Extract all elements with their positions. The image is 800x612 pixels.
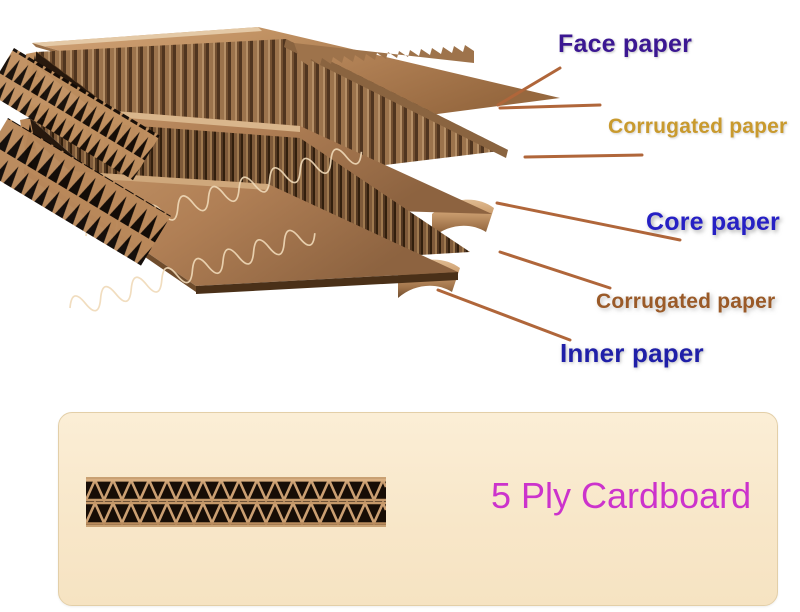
flute-row-lower <box>86 499 386 525</box>
label-inner-paper: Inner paper <box>560 338 704 368</box>
board-svg <box>0 27 560 312</box>
label-corrugated-paper-upper: Corrugated paper <box>608 115 788 138</box>
cross-section-svg <box>86 479 386 525</box>
panel-title: 5 Ply Cardboard <box>491 475 752 516</box>
flute-row-upper <box>86 479 386 504</box>
leader-corrugated-upper <box>523 153 644 159</box>
leader-corrugated-lower <box>498 250 612 290</box>
leader-inner-paper <box>436 288 572 342</box>
leader-core-paper <box>495 201 682 242</box>
flute-profile-lower <box>69 229 316 312</box>
leader-face-paper-2 <box>498 103 602 110</box>
label-core-paper: Core paper <box>646 208 780 236</box>
leader-face-paper <box>496 66 562 107</box>
flute-teeth-upper <box>294 43 474 66</box>
flute-end-cavities <box>0 48 171 266</box>
exploded-board-illustration <box>0 0 560 400</box>
cardboard-summary-panel: 5 Ply Cardboard <box>58 412 778 606</box>
label-face-paper: Face paper <box>558 30 693 58</box>
corrugated-cross-section <box>86 477 386 527</box>
leader-lines <box>436 66 682 342</box>
label-corrugated-paper-lower: Corrugated paper <box>596 290 776 313</box>
